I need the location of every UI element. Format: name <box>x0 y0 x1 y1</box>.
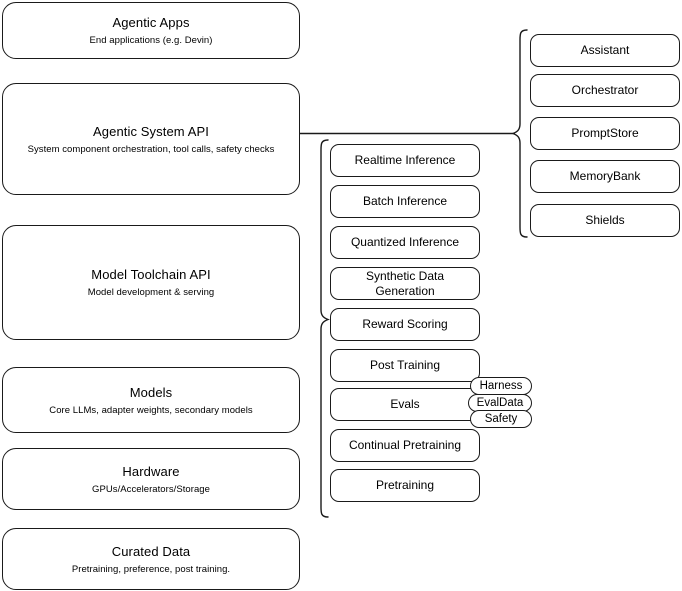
capability-label: Pretraining <box>375 478 435 492</box>
component-promptstore[interactable]: PromptStore <box>530 117 680 150</box>
stack-layer-curated-data[interactable]: Curated Data Pretraining, preference, po… <box>2 528 300 590</box>
layer-title: Curated Data <box>111 543 191 559</box>
capability-evals[interactable]: Evals <box>330 388 480 421</box>
capability-label: Batch Inference <box>362 194 448 208</box>
capability-pretraining[interactable]: Pretraining <box>330 469 480 502</box>
layer-title: Agentic Apps <box>112 15 190 30</box>
capability-reward-scoring[interactable]: Reward Scoring <box>330 308 480 341</box>
evals-badge-safety[interactable]: Safety <box>470 410 532 428</box>
stack-layer-model-toolchain-api[interactable]: Model Toolchain API Model development & … <box>2 225 300 340</box>
capability-label: Continual Pretraining <box>348 438 462 452</box>
capability-label: Evals <box>390 397 420 411</box>
layer-title: Agentic System API <box>93 123 209 139</box>
layer-subtitle: Core LLMs, adapter weights, secondary mo… <box>49 404 253 416</box>
component-memorybank[interactable]: MemoryBank <box>530 160 680 193</box>
stack-layer-models[interactable]: Models Core LLMs, adapter weights, secon… <box>2 367 300 433</box>
component-shields[interactable]: Shields <box>530 204 680 237</box>
layer-subtitle: End applications (e.g. Devin) <box>89 35 213 46</box>
bracket-toolchain-capabilities <box>312 138 330 520</box>
layer-subtitle: Model development & serving <box>87 287 215 298</box>
capability-quantized-inference[interactable]: Quantized Inference <box>330 226 480 259</box>
layer-subtitle: Pretraining, preference, post training. <box>71 563 231 575</box>
capability-label: Reward Scoring <box>362 317 448 331</box>
capability-continual-pretraining[interactable]: Continual Pretraining <box>330 429 480 462</box>
layer-title: Hardware <box>122 463 180 479</box>
capability-synthetic-data-generation[interactable]: Synthetic Data Generation <box>330 267 480 300</box>
capability-label: Synthetic Data Generation <box>365 268 445 298</box>
component-label: Assistant <box>580 43 630 57</box>
component-label: Orchestrator <box>571 83 639 97</box>
layer-title: Model Toolchain API <box>91 267 211 282</box>
layer-title: Models <box>129 384 173 400</box>
evals-badge-label: EvalData <box>476 397 524 409</box>
evals-badge-label: Safety <box>484 413 518 425</box>
capability-label: Post Training <box>369 358 441 372</box>
capability-realtime-inference[interactable]: Realtime Inference <box>330 144 480 177</box>
capability-label: Quantized Inference <box>350 235 460 249</box>
component-label: Shields <box>585 213 625 227</box>
component-label: PromptStore <box>571 126 639 140</box>
bracket-system-components <box>511 28 529 240</box>
stack-layer-agentic-system-api[interactable]: Agentic System API System component orch… <box>2 83 300 195</box>
component-assistant[interactable]: Assistant <box>530 34 680 67</box>
capability-post-training[interactable]: Post Training <box>330 349 480 382</box>
stack-layer-agentic-apps[interactable]: Agentic Apps End applications (e.g. Devi… <box>2 2 300 59</box>
component-label: MemoryBank <box>569 169 641 183</box>
stack-layer-hardware[interactable]: Hardware GPUs/Accelerators/Storage <box>2 448 300 510</box>
capability-label: Realtime Inference <box>354 153 456 167</box>
evals-badge-harness[interactable]: Harness <box>470 377 532 395</box>
capability-batch-inference[interactable]: Batch Inference <box>330 185 480 218</box>
layer-subtitle: GPUs/Accelerators/Storage <box>92 483 210 495</box>
evals-badge-label: Harness <box>479 380 523 392</box>
connector-agentic-system-api-to-components <box>300 126 525 142</box>
layer-subtitle: System component orchestration, tool cal… <box>27 143 275 155</box>
component-orchestrator[interactable]: Orchestrator <box>530 74 680 107</box>
